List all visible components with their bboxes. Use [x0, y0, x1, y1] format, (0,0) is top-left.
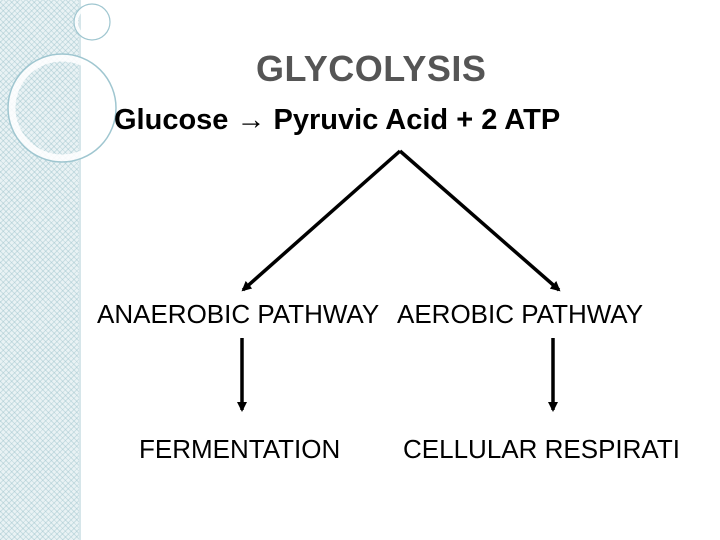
arrow-to-anaerobic	[241, 149, 402, 292]
glycolysis-equation: Glucose → Pyruvic Acid + 2 ATP	[114, 104, 561, 136]
arrow-to-aerobic	[398, 149, 561, 292]
decorative-circle-large-outline	[7, 53, 117, 163]
decorative-circle-large	[8, 54, 116, 162]
aerobic-pathway-label: AEROBIC PATHWAY	[397, 299, 644, 329]
decorative-circle-small-outline	[73, 3, 111, 41]
side-band-edge	[79, 0, 81, 540]
slide-title: GLYCOLYSIS	[256, 48, 487, 89]
fermentation-label: FERMENTATION	[139, 434, 341, 464]
decorative-circle-small	[74, 4, 110, 40]
decorative-circles	[7, 3, 117, 163]
cellular-respiration-label: CELLULAR RESPIRATI	[403, 434, 680, 464]
anaerobic-pathway-label: ANAEROBIC PATHWAY	[97, 299, 380, 329]
